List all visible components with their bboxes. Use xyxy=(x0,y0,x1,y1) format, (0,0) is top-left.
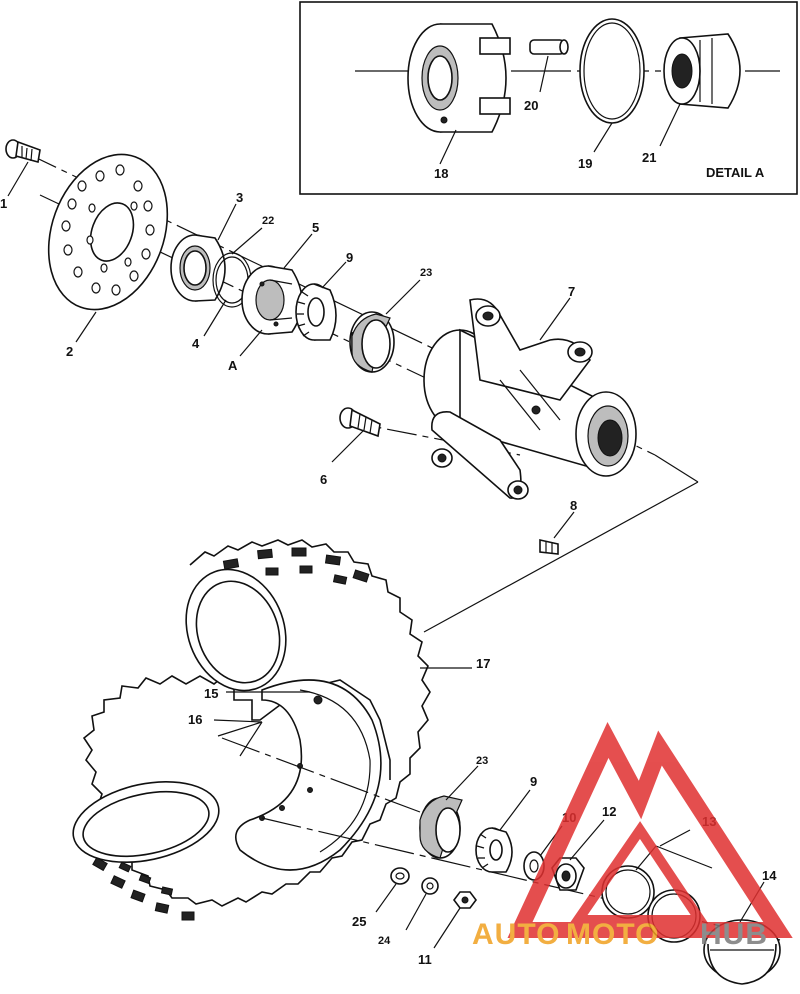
part-16-rim xyxy=(234,679,382,871)
watermark-hub: HUB xyxy=(700,918,768,951)
part-20-pin xyxy=(529,39,569,55)
part-8-grease-nipple xyxy=(539,539,559,555)
part-25-washer xyxy=(390,867,410,885)
tyre-bead-upper xyxy=(185,568,287,692)
label-15: 15 xyxy=(204,686,218,701)
label-7: 7 xyxy=(568,284,575,299)
label-17: 17 xyxy=(476,656,490,671)
part-24-spring-washer xyxy=(421,877,439,895)
part-23-bearing-race xyxy=(349,311,395,373)
part-11-nut xyxy=(453,891,477,909)
label-16: 16 xyxy=(188,712,202,727)
part-7-hub-housing xyxy=(423,298,637,500)
label-6: 6 xyxy=(320,472,327,487)
label-18: 18 xyxy=(434,166,448,181)
tyre-bead-lower xyxy=(72,780,220,864)
part-23-lower-race xyxy=(419,795,463,859)
label-20: 20 xyxy=(524,98,538,113)
label-4: 4 xyxy=(192,336,200,351)
label-25: 25 xyxy=(352,914,366,929)
detail-a-title: DETAIL A xyxy=(706,165,765,180)
label-2: 2 xyxy=(66,344,73,359)
detail-a-panel: 18 20 19 21 DETAIL A xyxy=(299,1,798,195)
part-9-lower-bearing xyxy=(475,827,513,873)
label-12: 12 xyxy=(602,804,616,819)
label-11: 11 xyxy=(418,952,432,967)
part-12-castle-nut xyxy=(551,857,585,891)
label-21: 21 xyxy=(642,150,656,165)
label-23-upper: 23 xyxy=(420,267,432,279)
label-23-lower: 23 xyxy=(476,755,488,767)
label-24: 24 xyxy=(378,935,391,947)
part-3-seal xyxy=(170,234,226,302)
part-9-bearing xyxy=(295,283,337,341)
watermark-moto: MOTO xyxy=(566,918,659,951)
label-9-lower: 9 xyxy=(530,774,537,789)
label-A: A xyxy=(228,358,238,373)
part-6-bolt xyxy=(339,407,381,438)
label-9-upper: 9 xyxy=(346,250,353,265)
label-14: 14 xyxy=(762,868,777,883)
part-5-hub xyxy=(241,265,303,335)
label-22: 22 xyxy=(262,215,274,227)
upper-leader-lines xyxy=(7,161,575,539)
part-1-bolt xyxy=(5,139,41,164)
part-21-lock-nut xyxy=(663,33,741,109)
automotohub-watermark-logo: AUTO MOTO HUB xyxy=(472,722,793,951)
watermark-auto: AUTO xyxy=(472,918,560,951)
part-19-o-ring xyxy=(579,18,645,124)
label-8: 8 xyxy=(570,498,577,513)
label-5: 5 xyxy=(312,220,319,235)
label-19: 19 xyxy=(578,156,592,171)
part-18-hub-ring xyxy=(407,23,511,133)
label-3: 3 xyxy=(236,190,243,205)
lower-leader-lines xyxy=(213,667,765,949)
label-1: 1 xyxy=(0,196,7,211)
part-2-brake-disc xyxy=(47,153,169,311)
